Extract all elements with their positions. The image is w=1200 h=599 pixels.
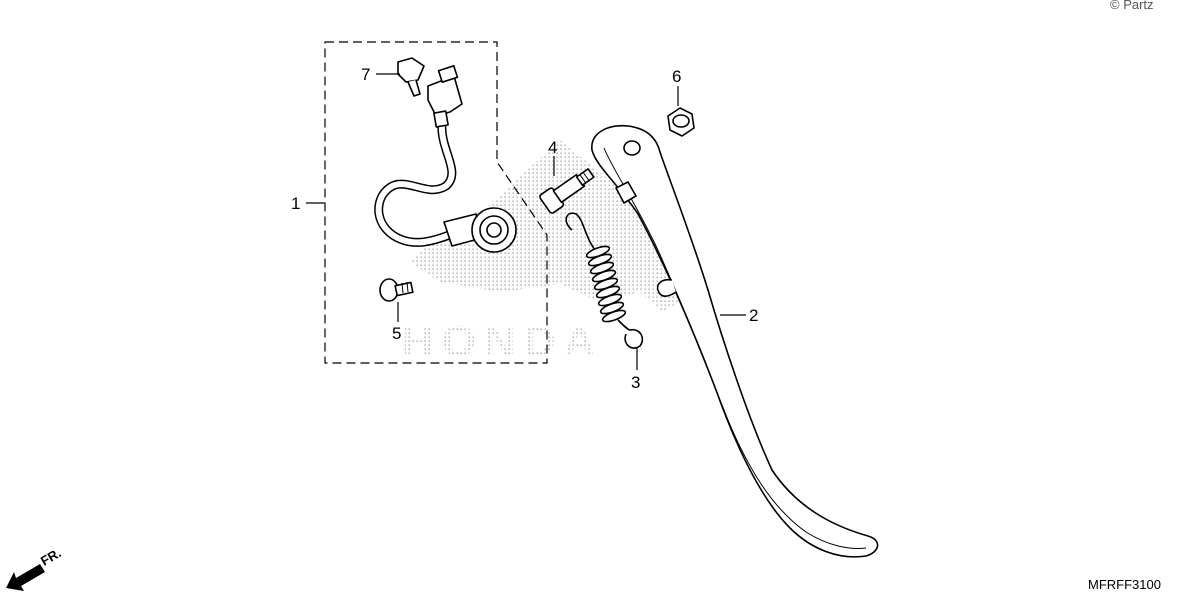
- front-direction-indicator: FR.: [6, 545, 64, 591]
- side-stand[interactable]: [591, 125, 879, 558]
- switch-screw[interactable]: [379, 278, 414, 302]
- side-stand-inner-line: [603, 147, 867, 549]
- callout-label-1: 1: [291, 194, 300, 213]
- watermark-wing: [410, 140, 690, 312]
- callout-label-2: 2: [749, 306, 758, 325]
- callout-1: 1: [291, 194, 325, 213]
- screw-shank: [394, 281, 414, 297]
- copyright-text: © Partz: [1110, 0, 1154, 12]
- clip-tab: [407, 79, 421, 97]
- side-stand-body: [591, 125, 879, 558]
- side-stand-pivot-hole: [623, 140, 641, 156]
- honda-watermark: HONDA: [402, 140, 690, 366]
- callout-label-4: 4: [548, 138, 557, 157]
- clip-body: [397, 57, 425, 83]
- callout-2: 2: [720, 306, 758, 325]
- callout-4: 4: [548, 138, 557, 176]
- spring-top-hook: [565, 212, 597, 253]
- callout-7: 7: [361, 65, 400, 84]
- lock-nut[interactable]: [667, 107, 695, 137]
- callout-label-6: 6: [672, 67, 681, 86]
- side-stand-stopper-tab: [615, 181, 637, 204]
- front-direction-label: FR.: [38, 545, 64, 568]
- spring-coil: [585, 245, 627, 323]
- pivot-bolt[interactable]: [539, 164, 597, 214]
- switch-sensor-center: [486, 222, 502, 238]
- callout-3: 3: [631, 348, 640, 392]
- spring-bottom-loop: [617, 319, 644, 349]
- switch-wire-inner: [375, 121, 455, 246]
- assembly-box: [324, 41, 548, 364]
- diagram-code: MFRFF3100: [1088, 577, 1161, 592]
- wire-clip[interactable]: [397, 57, 425, 97]
- bolt-thread: [575, 168, 595, 186]
- wire-connector-latch: [437, 65, 459, 83]
- callout-label-7: 7: [361, 65, 370, 84]
- watermark-text: HONDA: [402, 317, 603, 366]
- callout-6: 6: [672, 67, 681, 106]
- wire-connector-boot: [433, 110, 449, 128]
- callout-5: 5: [392, 302, 401, 343]
- front-arrow-icon: [6, 564, 45, 591]
- side-stand-switch[interactable]: [374, 65, 517, 253]
- side-stand-spring-hook: [656, 278, 677, 297]
- callout-label-3: 3: [631, 373, 640, 392]
- callout-label-5: 5: [392, 324, 401, 343]
- nut-face: [672, 114, 690, 128]
- side-stand-spring[interactable]: [565, 212, 644, 349]
